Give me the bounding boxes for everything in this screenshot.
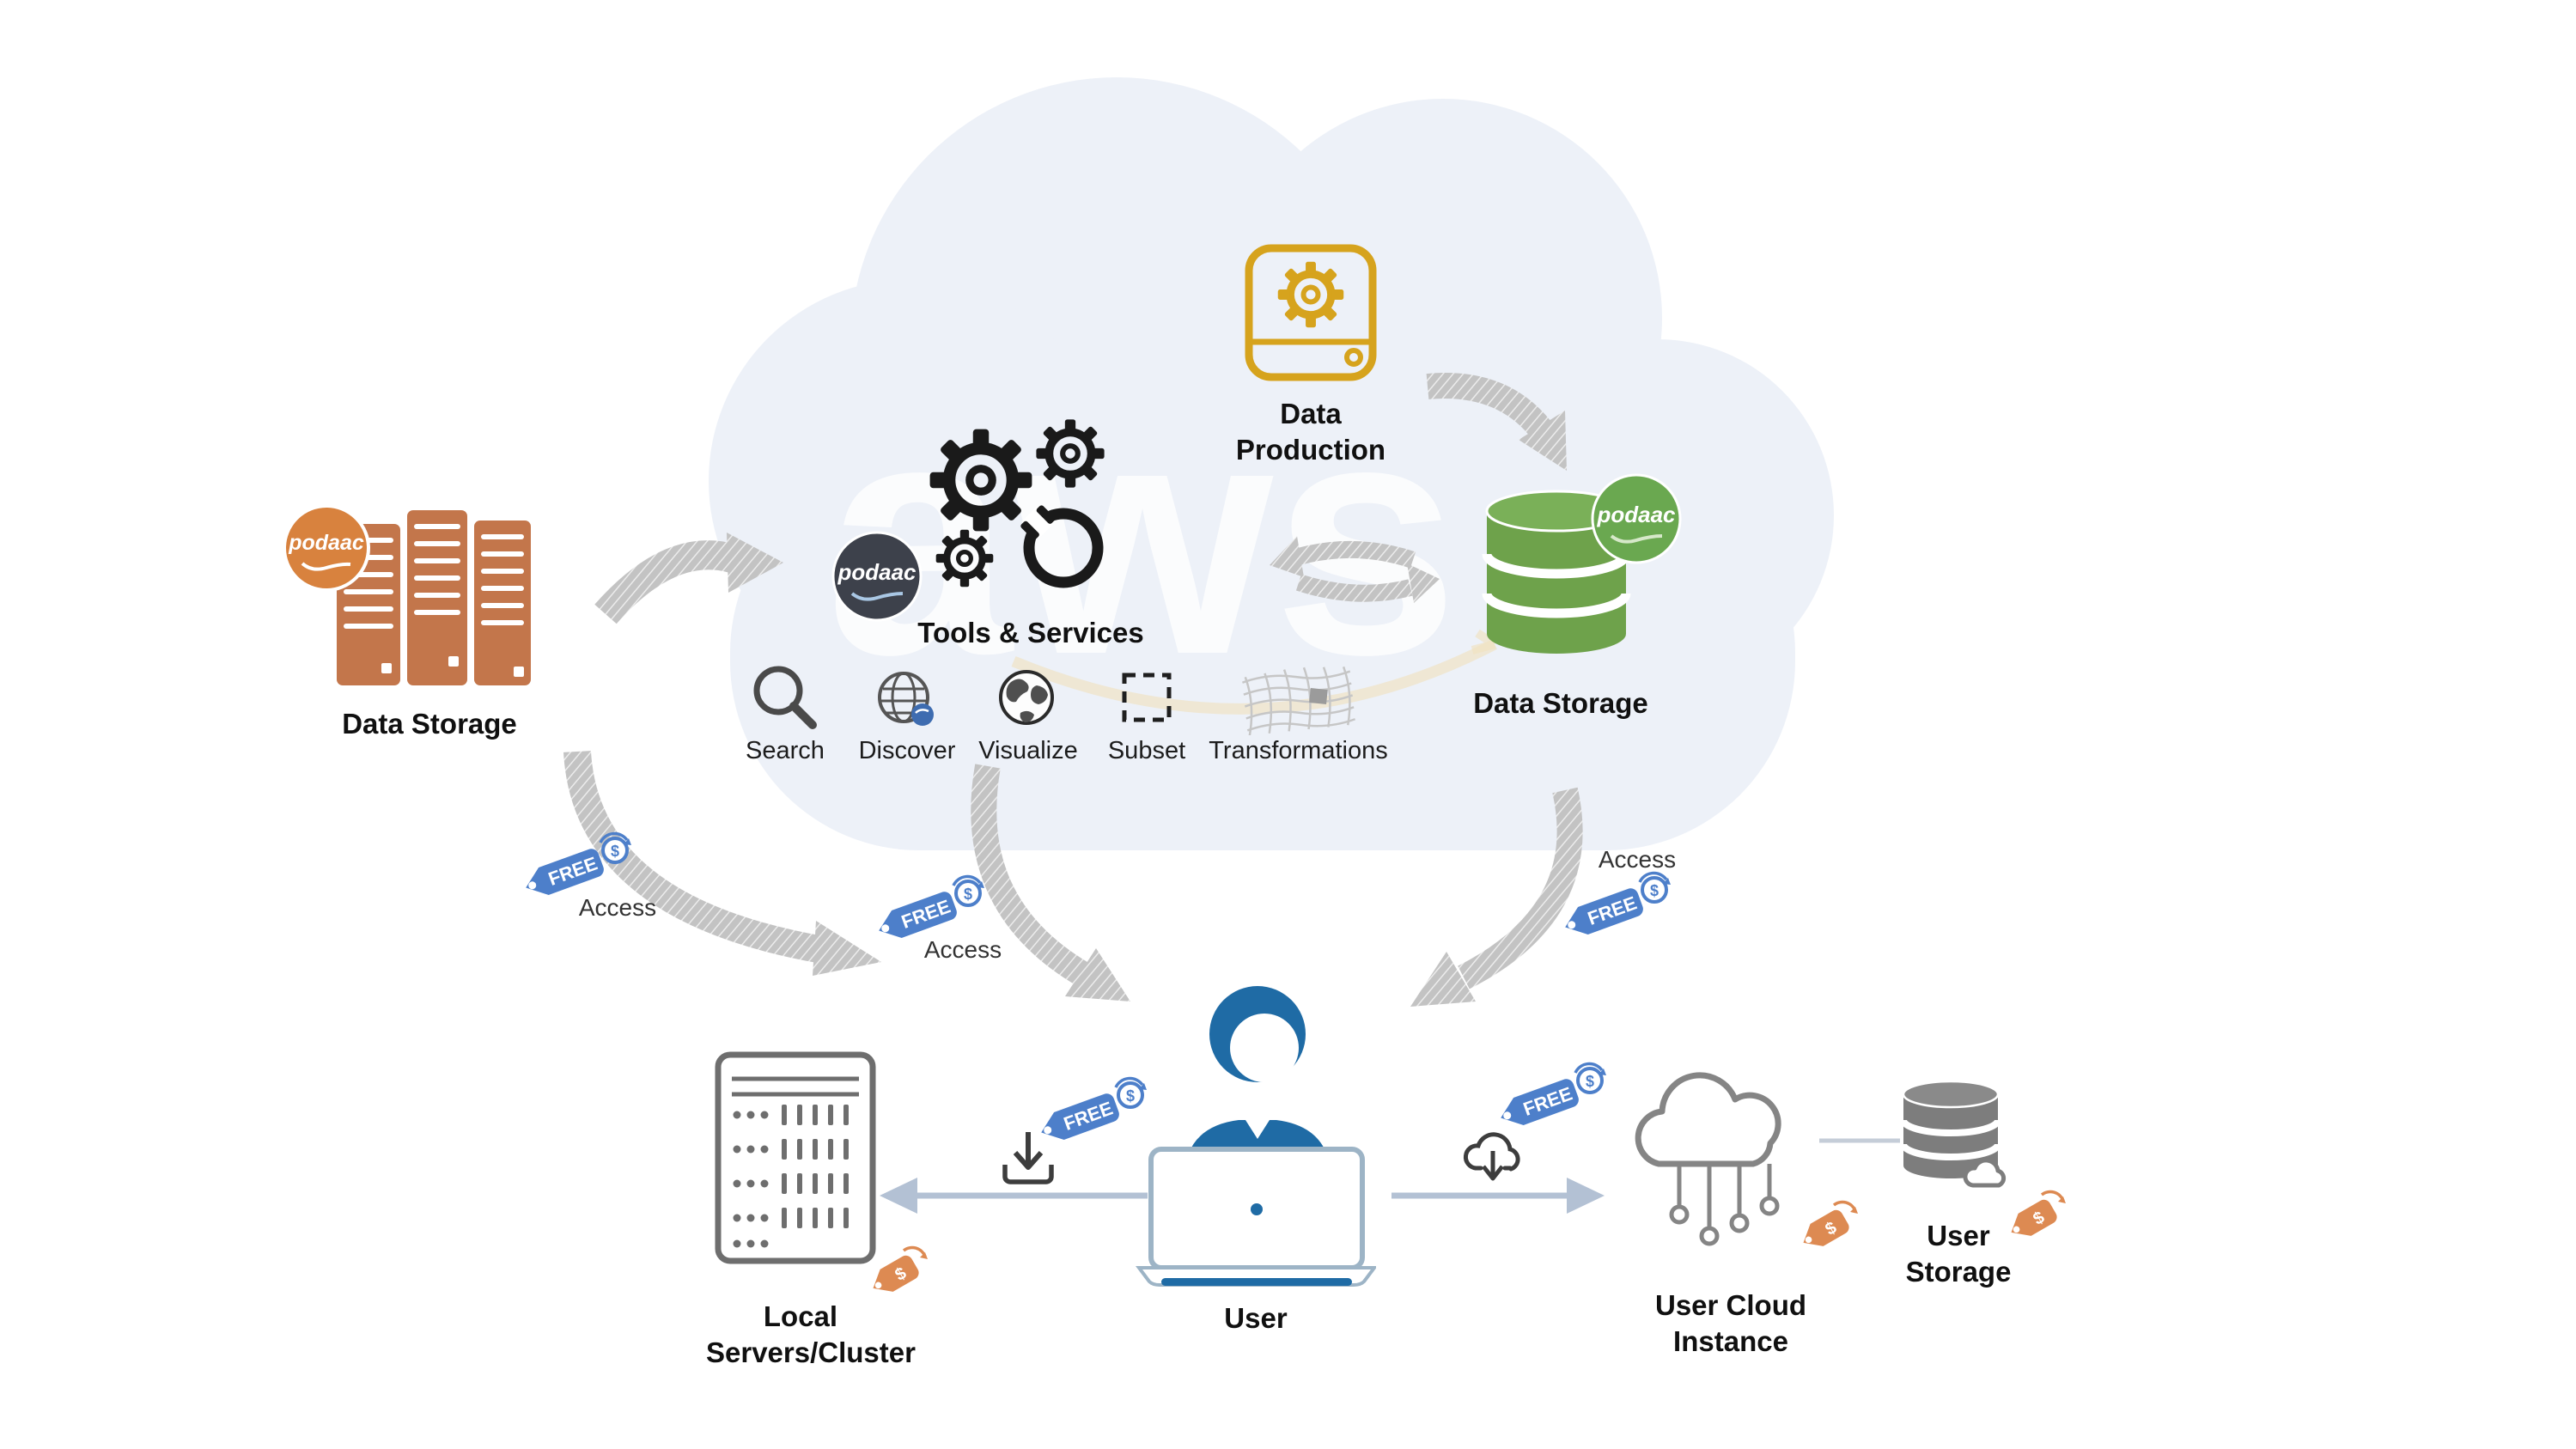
svg-text:$: $ — [1126, 1087, 1135, 1105]
server-rack-icon — [715, 1051, 876, 1264]
sketchy-flow-arrows — [563, 373, 1583, 1007]
svg-text:$: $ — [964, 886, 972, 903]
left-storage-label: Data Storage — [342, 708, 517, 740]
podaac-data-storage-right-node: podaac Data Storage — [1460, 472, 1685, 721]
arrow-left-storage-to-cloud — [594, 540, 736, 624]
arrow-storage-to-tools — [1296, 540, 1416, 569]
cloud-download-icon — [1463, 1132, 1520, 1181]
service-subset: Subset — [1081, 663, 1212, 765]
paid-tag: $ — [2011, 1190, 2066, 1236]
podaac-data-storage-left-node: podaac Data Storage — [283, 498, 567, 742]
local-servers-node: $ Local Servers/Cluster — [706, 1050, 928, 1371]
service-label: Transformations — [1209, 737, 1388, 764]
service-label: Discover — [858, 737, 956, 764]
data-production-label: Data Production — [1235, 398, 1386, 466]
subset-selection-icon — [1122, 673, 1172, 722]
access-label: Access — [923, 936, 1002, 963]
podaac-logo-orange: podaac — [283, 504, 370, 592]
paid-tag: $ — [873, 1245, 928, 1292]
visualize-earth-icon — [999, 670, 1054, 725]
service-discover: Discover — [838, 663, 976, 765]
user-transfer-arrows — [880, 1138, 1900, 1214]
service-label: Subset — [1107, 737, 1186, 764]
service-visualize: Visualize — [959, 663, 1097, 765]
dollar-coin-icon: $ — [1638, 871, 1671, 904]
user-node: User — [1136, 979, 1376, 1336]
dollar-coin-icon: $ — [599, 831, 631, 864]
download-icon — [1002, 1132, 1054, 1184]
tools-gears-icon: podaac — [831, 421, 1237, 622]
user-person-laptop-icon — [1136, 986, 1376, 1287]
service-label: Visualize — [978, 737, 1078, 764]
user-storage-node: $ User Storage — [1894, 1075, 2066, 1290]
dollar-coin-icon: $ — [1574, 1062, 1606, 1094]
user-storage-label: User Storage — [1905, 1220, 2012, 1288]
free-tag: FREE $ — [879, 874, 984, 938]
free-tag: FREE $ — [1501, 1062, 1606, 1125]
green-database-icon: podaac — [1482, 473, 1682, 654]
data-production-node: Data Production — [1225, 243, 1397, 468]
arrow-tools-to-storage — [1295, 574, 1413, 602]
service-transformations: Transformations — [1184, 663, 1412, 765]
search-icon — [753, 666, 817, 729]
svg-text:$: $ — [611, 843, 619, 860]
svg-text:podaac: podaac — [1596, 502, 1676, 527]
svg-text:$: $ — [1586, 1073, 1594, 1090]
cloud-computing-icon — [1635, 1072, 1781, 1246]
right-storage-label: Data Storage — [1473, 687, 1648, 719]
access-label: Access — [578, 894, 657, 921]
server-racks-icon: podaac — [283, 504, 531, 685]
aws-watermark-text: aws — [825, 350, 1459, 724]
service-label: Search — [746, 737, 825, 764]
discover-globe-icon — [878, 672, 934, 726]
user-cloud-instance-node: $ User Cloud Instance — [1619, 1035, 1858, 1360]
user-label: User — [1224, 1302, 1288, 1334]
arrow-left-storage-down — [563, 750, 825, 964]
dollar-coin-icon: $ — [1114, 1076, 1147, 1109]
dollar-coin-icon: $ — [952, 874, 984, 907]
paid-tag: $ — [1803, 1200, 1858, 1246]
transformations-grid-icon — [1241, 666, 1355, 735]
svg-text:podaac: podaac — [288, 531, 364, 555]
arrow-production-to-storage — [1426, 373, 1551, 438]
cloud-badge-icon — [1963, 1158, 2007, 1188]
gray-database-icon — [1900, 1080, 2007, 1188]
svg-text:podaac: podaac — [837, 559, 917, 585]
free-tag: FREE $ — [1041, 1076, 1147, 1140]
user-cloud-instance-label: User Cloud Instance — [1654, 1289, 1807, 1358]
data-production-icon — [1245, 243, 1377, 381]
arrow-tools-down-to-user — [971, 764, 1089, 985]
local-servers-label: Local Servers/Cluster — [706, 1300, 916, 1369]
tools-services-label: Tools & Services — [917, 617, 1144, 648]
podaac-logo-dark: podaac — [831, 531, 923, 622]
free-tag: FREE $ — [1565, 871, 1671, 935]
service-search: Search — [716, 663, 854, 765]
arrow-right-storage-down-to-user — [1458, 787, 1583, 989]
podaac-logo-green: podaac — [1591, 473, 1682, 564]
aws-smile-arrow — [1011, 639, 1497, 715]
wrench-icon — [1020, 505, 1104, 588]
free-tag: FREE $ — [526, 831, 631, 895]
access-label: Access — [1598, 846, 1677, 873]
svg-text:$: $ — [1650, 882, 1659, 899]
tools-services-node: podaac Tools & Services — [825, 421, 1237, 651]
